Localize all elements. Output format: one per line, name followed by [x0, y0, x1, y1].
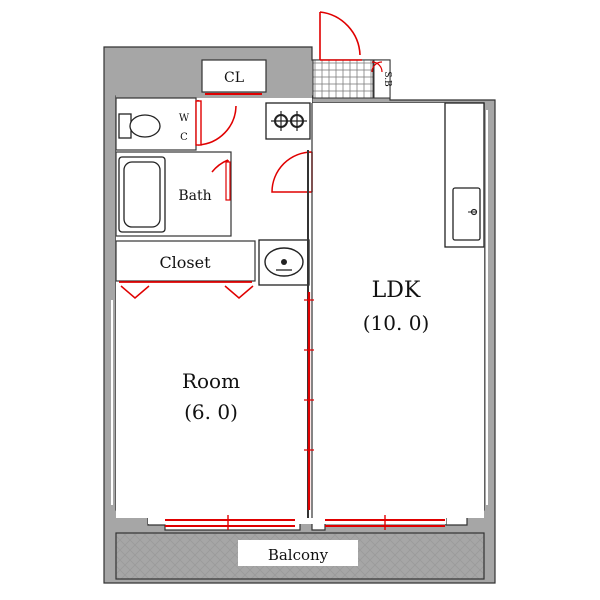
ldk-label: LDK [372, 278, 421, 303]
cl-label: CL [224, 70, 244, 86]
cl-closet: CL [201, 59, 267, 95]
balcony: Balcony [115, 532, 485, 580]
sb-label: S.B [382, 71, 392, 87]
kitchen-counter [444, 102, 485, 248]
room-area: Room (6. 0) [182, 369, 240, 424]
wc-room: W C [115, 97, 237, 151]
balcony-windows [165, 515, 445, 530]
room-label: Room [182, 369, 240, 393]
ldk-area: LDK (10. 0) [363, 278, 430, 335]
wc-label-w: W [179, 113, 190, 124]
ldk-size: (10. 0) [363, 311, 430, 335]
room-partition [304, 103, 314, 518]
cooktop-icon [265, 102, 311, 140]
balcony-label: Balcony [268, 546, 329, 564]
closet-label: Closet [159, 253, 211, 272]
closet: Closet [115, 240, 256, 299]
entrance: S.B [312, 11, 392, 99]
washbasin-icon [258, 239, 310, 286]
bath-room: Bath [115, 151, 232, 237]
bath-label: Bath [178, 188, 211, 204]
sink-icon [452, 187, 481, 241]
toilet-icon [118, 113, 161, 139]
bathtub-icon [118, 156, 166, 233]
room-size: (6. 0) [184, 400, 238, 424]
side-windows [111, 110, 488, 505]
wc-label-c: C [180, 132, 188, 143]
